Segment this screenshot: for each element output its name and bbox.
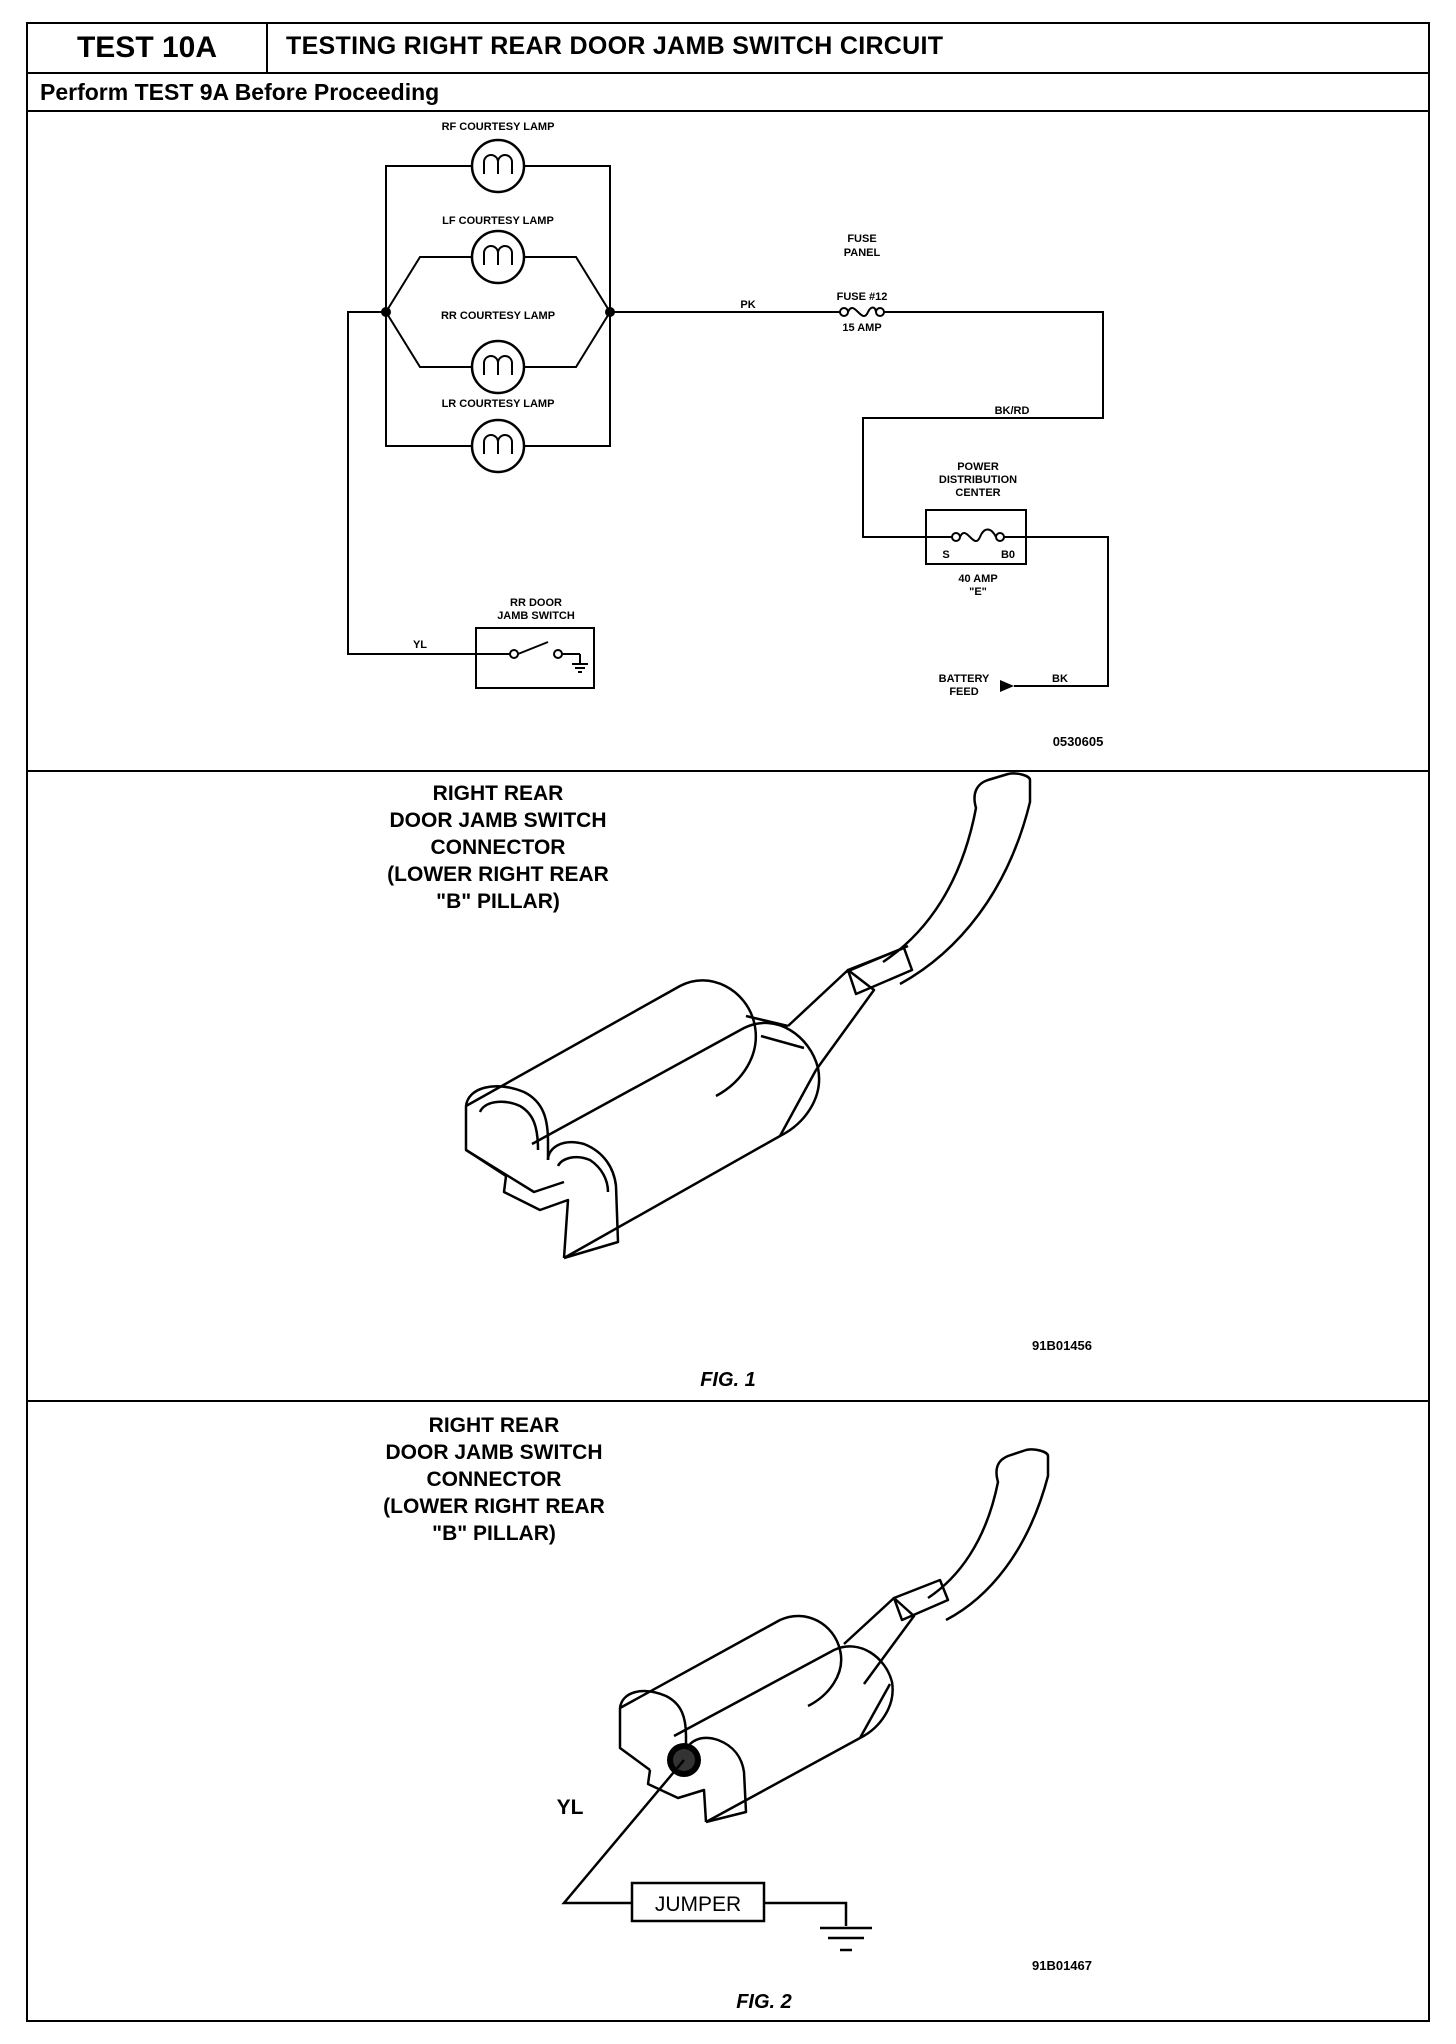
wire-bk-label: BK bbox=[1052, 673, 1068, 685]
fig2-caption-line-5: "B" PILLAR) bbox=[432, 1522, 556, 1545]
pdc-terminal-s: S bbox=[942, 549, 949, 561]
wire-bkrd-label: BK/RD bbox=[995, 405, 1030, 417]
fuse-id: FUSE #12 bbox=[837, 291, 888, 303]
jumper-label: JUMPER bbox=[655, 1893, 741, 1916]
fig1-caption-line-1: RIGHT REAR bbox=[433, 782, 564, 805]
fig1-caption-line-3: CONNECTOR bbox=[431, 836, 566, 859]
lamp-label-lr: LR COURTESY LAMP bbox=[442, 398, 555, 410]
connector-drawing-fig2 bbox=[618, 1448, 1050, 1824]
lamp-label-rf: RF COURTESY LAMP bbox=[442, 121, 555, 133]
door-jamb-switch-box bbox=[475, 627, 595, 689]
fig1-caption-line-4: (LOWER RIGHT REAR bbox=[387, 863, 609, 886]
pdc-fuse-rating: 40 AMP bbox=[958, 573, 997, 585]
fig1-drawing: RIGHT REAR DOOR JAMB SWITCH CONNECTOR (L… bbox=[387, 772, 1092, 1391]
pdc-label-3: CENTER bbox=[955, 487, 1000, 499]
schematic-image-code: 0530605 bbox=[1053, 734, 1104, 749]
fuse-rating: 15 AMP bbox=[842, 322, 881, 334]
wiring-schematic-panel: RF COURTESY LAMP LF COURTESY LAMP RR COU… bbox=[28, 112, 1428, 772]
fig1-label: FIG. 1 bbox=[700, 1369, 756, 1391]
test-header: TEST 10A TESTING RIGHT REAR DOOR JAMB SW… bbox=[28, 24, 1428, 74]
fuse-panel-label-2: PANEL bbox=[844, 247, 881, 259]
lamp-label-rr: RR COURTESY LAMP bbox=[441, 310, 555, 322]
fig1-image-code: 91B01456 bbox=[1032, 1338, 1092, 1353]
fig1-panel: RIGHT REAR DOOR JAMB SWITCH CONNECTOR (L… bbox=[28, 772, 1428, 1402]
wiring-schematic: RF COURTESY LAMP LF COURTESY LAMP RR COU… bbox=[347, 121, 1109, 749]
fig2-panel: RIGHT REAR DOOR JAMB SWITCH CONNECTOR (L… bbox=[28, 1402, 1428, 2020]
wire-yl-label: YL bbox=[413, 639, 427, 651]
pdc-label-2: DISTRIBUTION bbox=[939, 474, 1017, 486]
jumper-box bbox=[630, 1881, 766, 1923]
battery-label-1: BATTERY bbox=[939, 673, 990, 685]
fig1-caption-line-5: "B" PILLAR) bbox=[436, 890, 560, 913]
test-id: TEST 10A bbox=[28, 24, 268, 72]
fig2-label: FIG. 2 bbox=[736, 1991, 792, 2013]
switch-label-1: RR DOOR bbox=[510, 597, 562, 609]
test-title: TESTING RIGHT REAR DOOR JAMB SWITCH CIRC… bbox=[286, 32, 944, 60]
fuse-12-symbol bbox=[839, 306, 885, 317]
switch-label-2: JAMB SWITCH bbox=[497, 610, 575, 622]
prerequisite-note: Perform TEST 9A Before Proceeding bbox=[28, 74, 1428, 112]
fig2-caption-line-3: CONNECTOR bbox=[427, 1468, 562, 1491]
fuse-panel-label-1: FUSE bbox=[847, 233, 876, 245]
fig2-wire-label: YL bbox=[557, 1796, 584, 1819]
fig2-image-code: 91B01467 bbox=[1032, 1958, 1092, 1973]
switch-symbol bbox=[476, 641, 588, 673]
battery-label-2: FEED bbox=[949, 686, 978, 698]
fig2-caption-line-4: (LOWER RIGHT REAR bbox=[383, 1495, 605, 1518]
pdc-terminal-b0: B0 bbox=[1001, 549, 1015, 561]
lamp-label-lf: LF COURTESY LAMP bbox=[442, 215, 554, 227]
wire-pk-label: PK bbox=[740, 299, 755, 311]
pdc-fuse-id: "E" bbox=[969, 586, 987, 598]
pdc-label-1: POWER bbox=[957, 461, 999, 473]
fig2-caption-line-2: DOOR JAMB SWITCH bbox=[386, 1441, 603, 1464]
connector-drawing-fig1 bbox=[464, 772, 1032, 1260]
fig1-caption-line-2: DOOR JAMB SWITCH bbox=[390, 809, 607, 832]
test-page: TEST 10A TESTING RIGHT REAR DOOR JAMB SW… bbox=[26, 22, 1430, 2022]
jumper-wire bbox=[561, 1759, 872, 1952]
fig2-drawing: RIGHT REAR DOOR JAMB SWITCH CONNECTOR (L… bbox=[383, 1414, 1092, 2013]
fig2-caption-line-1: RIGHT REAR bbox=[429, 1414, 560, 1437]
